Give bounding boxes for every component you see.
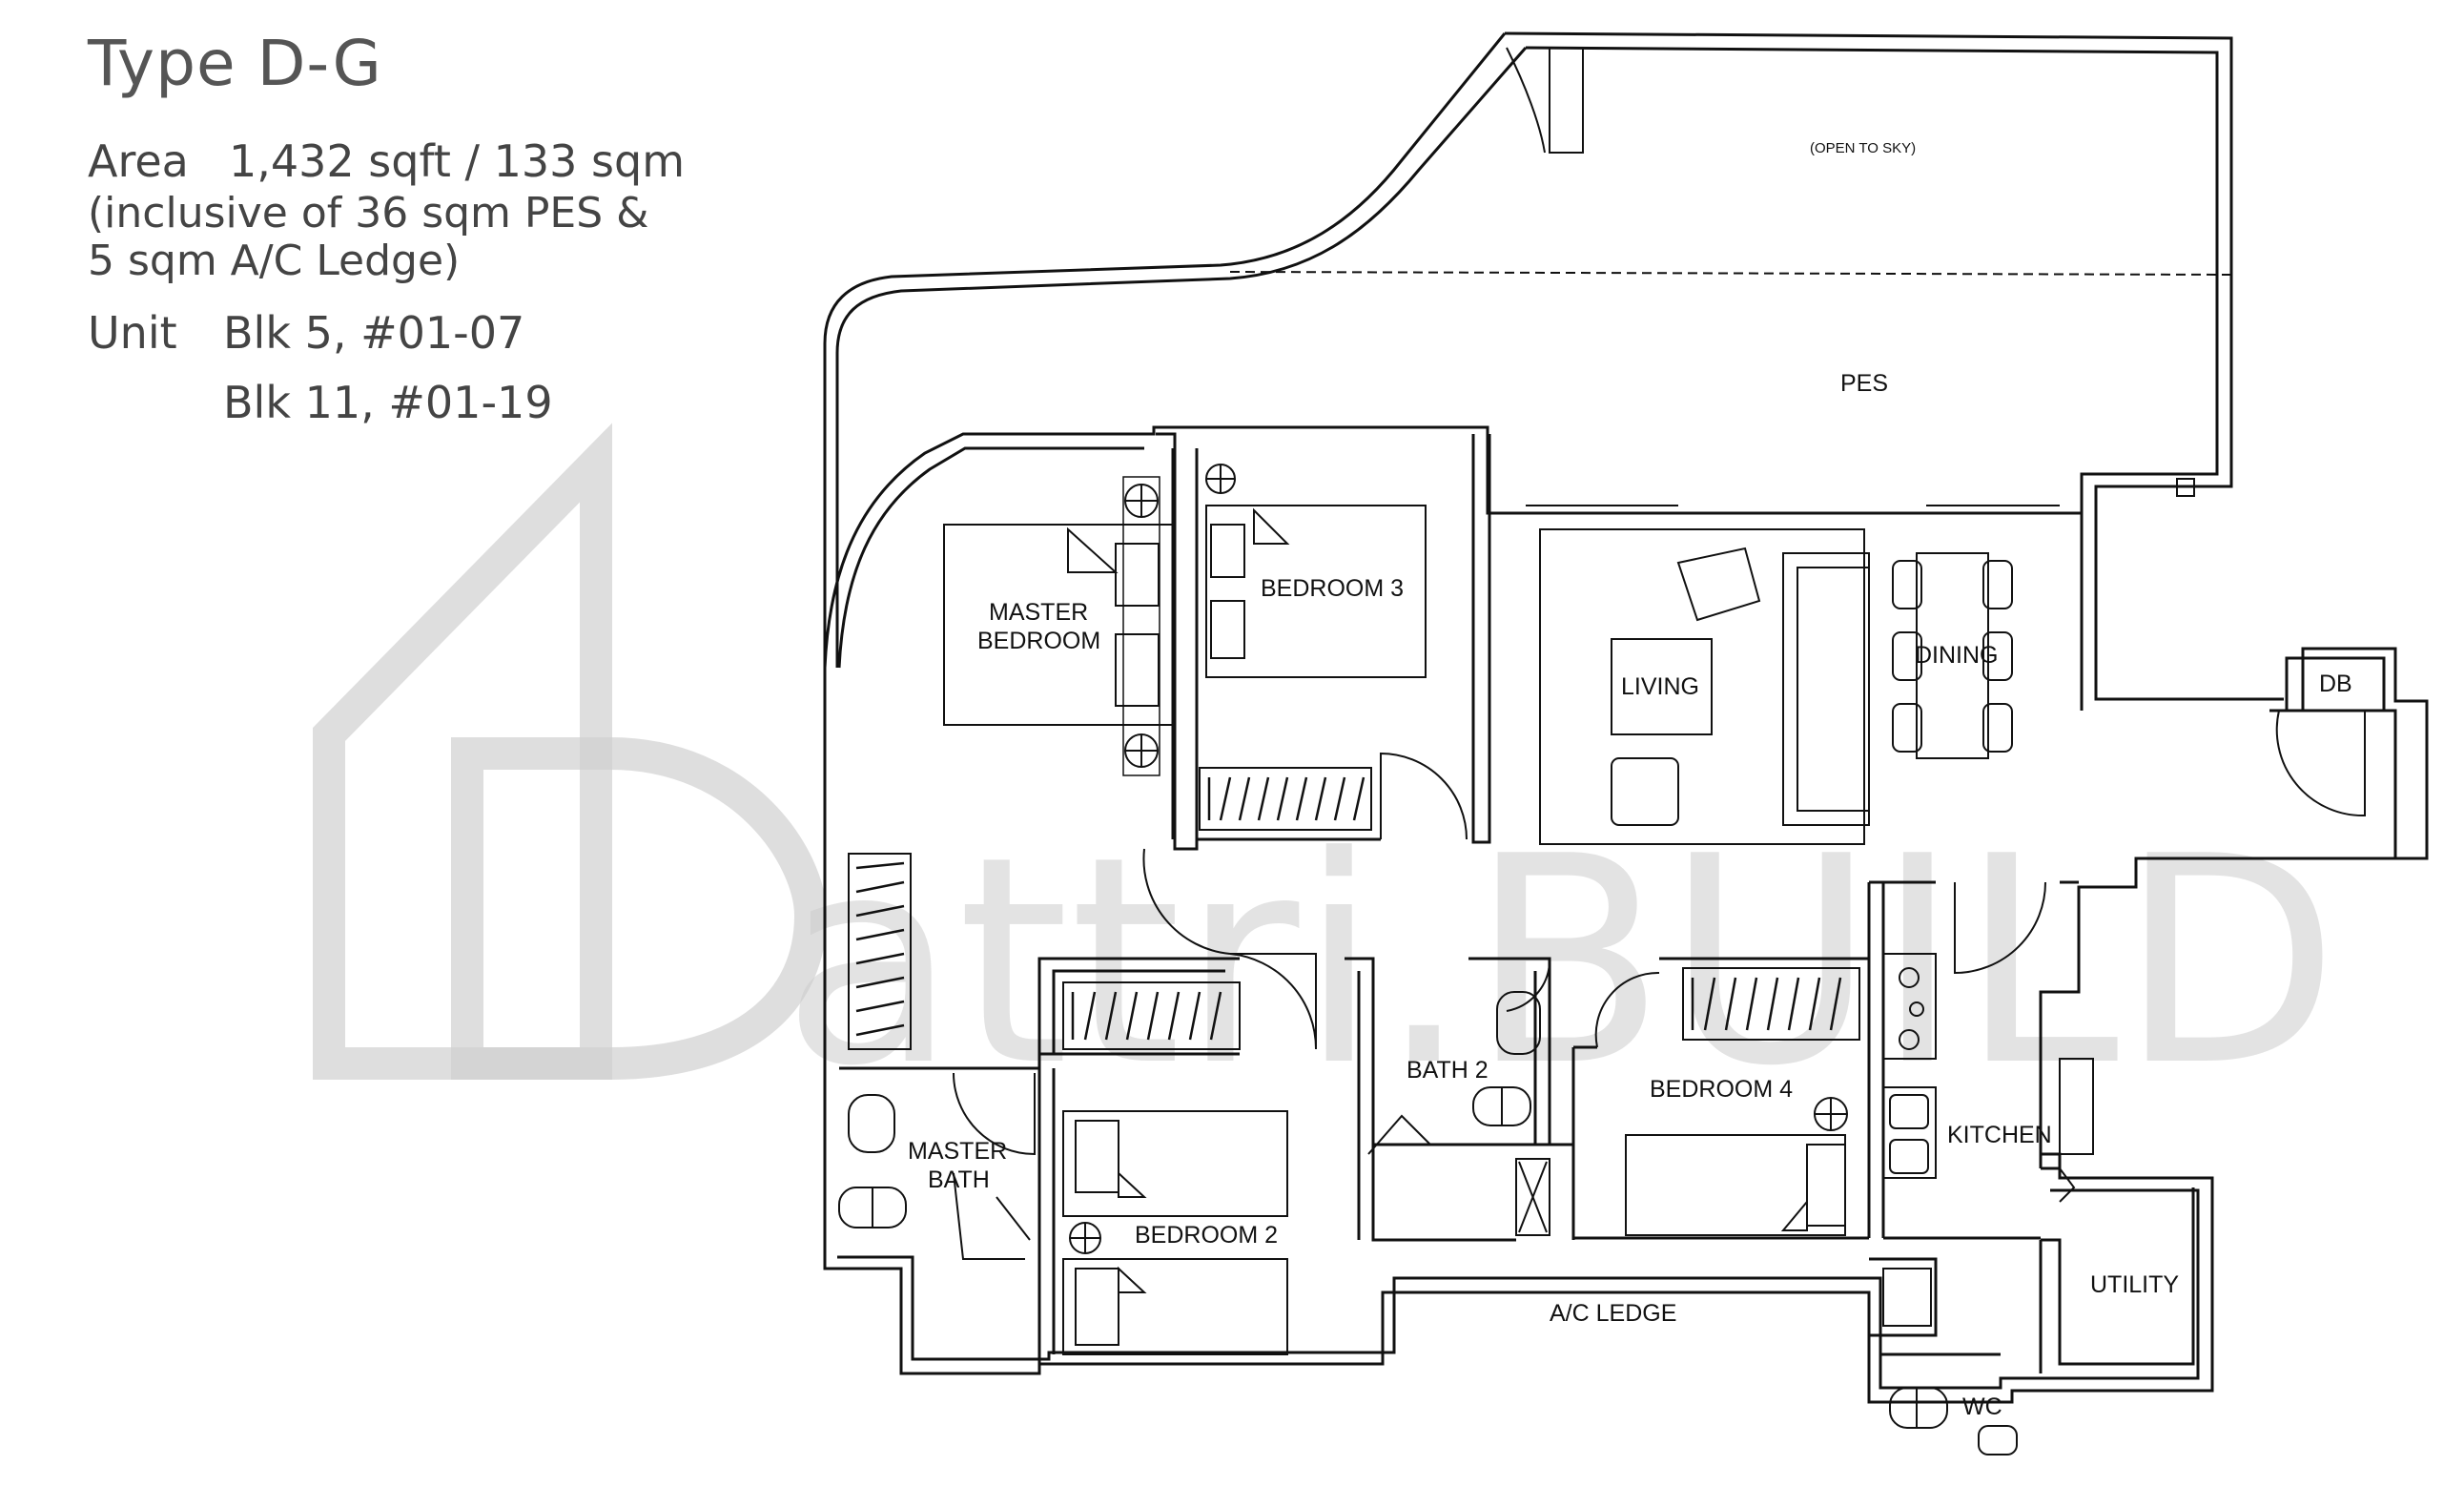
area-line: Area 1,432 sqft / 133 sqm xyxy=(88,135,685,187)
label-open-to-sky: (OPEN TO SKY) xyxy=(1810,140,1916,156)
label-master-bedroom-2: BEDROOM xyxy=(977,628,1100,654)
label-bath-2: BATH 2 xyxy=(1407,1057,1489,1084)
label-ac-ledge: A/C LEDGE xyxy=(1550,1300,1676,1327)
unit-value-2: Blk 11, #01-19 xyxy=(223,377,553,428)
label-bedroom-3: BEDROOM 3 xyxy=(1261,575,1404,602)
watermark-text: attri.BUILD xyxy=(782,795,2339,1128)
area-note-2: 5 sqm A/C Ledge) xyxy=(88,237,461,285)
unit-line-1: Unit Blk 5, #01-07 xyxy=(88,307,524,359)
label-master-bedroom-1: MASTER xyxy=(989,599,1088,626)
label-master-bath-2: BATH xyxy=(928,1166,990,1193)
unit-value-1: Blk 5, #01-07 xyxy=(223,307,525,359)
label-wc: WC xyxy=(1962,1393,2002,1420)
label-utility: UTILITY xyxy=(2090,1271,2179,1298)
door-swings xyxy=(953,710,2366,1260)
area-note-1: (inclusive of 36 sqm PES & xyxy=(88,189,649,237)
label-dining: DINING xyxy=(1915,642,1999,669)
label-pes: PES xyxy=(1840,370,1888,397)
label-db: DB xyxy=(2319,671,2352,697)
walls xyxy=(823,31,2429,1404)
area-value: 1,432 sqft / 133 sqm xyxy=(229,135,686,187)
label-bedroom-2: BEDROOM 2 xyxy=(1135,1222,1278,1249)
unit-label: Unit xyxy=(88,307,177,359)
label-bedroom-4: BEDROOM 4 xyxy=(1650,1076,1793,1103)
label-kitchen: KITCHEN xyxy=(1947,1122,2052,1148)
plan-title: Type D-G xyxy=(88,27,382,100)
label-master-bath-1: MASTER xyxy=(908,1138,1007,1165)
furniture xyxy=(838,464,2094,1455)
watermark-logo xyxy=(313,423,828,1080)
area-label: Area xyxy=(88,135,189,187)
label-living: LIVING xyxy=(1621,673,1699,700)
